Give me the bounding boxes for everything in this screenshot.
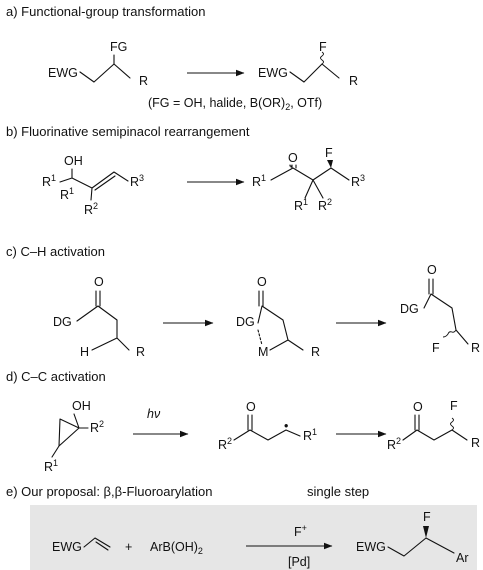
- section-a-heading: a) Functional-group transformation: [6, 4, 205, 19]
- b-product-r1-quat: R1: [294, 197, 308, 213]
- proposal-box: [30, 505, 477, 570]
- d-intermediate-co-double: [247, 414, 253, 431]
- e-boronic-acid: ArB(OH)2: [150, 540, 203, 556]
- e-plus: +: [125, 540, 132, 554]
- e-reagent-fluorine: F+: [294, 523, 307, 539]
- a-product-f: F: [319, 40, 327, 54]
- d-product-wavy-bond: [450, 417, 454, 431]
- a-note: (FG = OH, halide, B(OR)2, OTf): [148, 96, 322, 112]
- d-product-r2: R2: [387, 436, 401, 452]
- c-intermediate-m: M: [258, 345, 268, 359]
- d-intermediate-radical-dot: •: [284, 419, 288, 433]
- section-a: a) Functional-group transformation EWG F…: [6, 4, 358, 112]
- c-product-dg: DG: [400, 302, 419, 316]
- e-reagent-catalyst: [Pd]: [288, 555, 310, 569]
- e-product-wedge-bond: [423, 526, 429, 538]
- c-reactant-bonds: [76, 305, 130, 351]
- d-intermediate-r1: R1: [303, 427, 317, 443]
- b-product-o: O: [288, 151, 298, 165]
- b-reactant-bonds: [59, 168, 129, 201]
- b-reactant-double-bond: [94, 175, 116, 191]
- c-intermediate-dg: DG: [236, 315, 255, 329]
- a-product-ewg: EWG: [258, 66, 288, 80]
- b-product-r3: R3: [351, 173, 365, 189]
- section-e: e) Our proposal: β,β-Fluoroarylation sin…: [6, 484, 477, 570]
- d-product-f: F: [450, 399, 458, 413]
- a-product-r: R: [349, 74, 358, 88]
- b-reactant-oh: OH: [64, 154, 83, 168]
- e-product-f: F: [423, 510, 431, 524]
- d-intermediate-o: O: [246, 400, 256, 414]
- e-product-ar: Ar: [456, 551, 469, 565]
- d-product-o: O: [413, 400, 423, 414]
- c-intermediate-bonds: [257, 305, 304, 351]
- b-reactant-r1a: R1: [42, 173, 56, 189]
- c-reactant-dg: DG: [53, 315, 72, 329]
- b-reactant-r1b: R1: [60, 186, 74, 202]
- c-reactant-co-double: [95, 290, 101, 307]
- c-product-wavy-bond: [442, 329, 457, 338]
- d-intermediate-bonds: [233, 429, 301, 441]
- b-product-f: F: [325, 146, 333, 160]
- e-product-bonds: [387, 537, 455, 557]
- section-c-heading: c) C–H activation: [6, 244, 105, 259]
- e-ewg-alkene: EWG: [52, 540, 82, 554]
- c-reactant-r: R: [136, 345, 145, 359]
- e-product-ewg: EWG: [356, 540, 386, 554]
- b-reactant-r3: R3: [130, 173, 144, 189]
- a-product-wavy-bond: [320, 51, 324, 65]
- section-c: c) C–H activation DG O H R DG O M R DG O…: [6, 244, 480, 359]
- c-product-co-double: [428, 278, 434, 295]
- section-b: b) Fluorinative semipinacol rearrangemen…: [6, 124, 365, 217]
- c-product-r: R: [471, 341, 480, 355]
- c-reactant-o: O: [94, 275, 104, 289]
- a-reactant-fg: FG: [110, 40, 127, 54]
- d-product-co-double: [414, 414, 420, 431]
- b-product-r2-quat: R2: [318, 197, 332, 213]
- c-product-o: O: [427, 263, 437, 277]
- c-intermediate-dg-m-bond: [257, 329, 263, 346]
- section-b-heading: b) Fluorinative semipinacol rearrangemen…: [6, 124, 250, 139]
- b-product-wedge-bond: [327, 160, 333, 168]
- c-product-f: F: [432, 341, 440, 355]
- c-intermediate-co-double: [258, 290, 264, 307]
- d-product-r: R: [471, 436, 480, 450]
- e-alkene-bonds: [83, 537, 111, 548]
- d-reactant-oh: OH: [72, 399, 91, 413]
- c-product-bonds: [423, 293, 469, 345]
- a-reactant-bonds: [79, 63, 131, 83]
- e-alkene-double: [95, 541, 109, 551]
- d-intermediate-r2: R2: [218, 436, 232, 452]
- section-e-note: single step: [307, 484, 369, 499]
- d-reactant-r2: R2: [90, 419, 104, 435]
- b-product-r1: R1: [252, 173, 266, 189]
- section-d: d) C–C activation OH R2 R1 hν O R2 R1 • …: [6, 369, 480, 474]
- d-arrow-label: hν: [147, 407, 161, 421]
- b-product-co: [289, 164, 292, 168]
- d-reactant-r1: R1: [44, 458, 58, 474]
- c-intermediate-o: O: [257, 275, 267, 289]
- b-product-bonds: [270, 167, 350, 199]
- c-reactant-h: H: [80, 345, 89, 359]
- a-reactant-r: R: [139, 74, 148, 88]
- c-intermediate-r: R: [311, 345, 320, 359]
- a-reactant-ewg: EWG: [48, 66, 78, 80]
- b-product-co-double: [291, 164, 297, 169]
- b-reactant-r2: R2: [84, 201, 98, 217]
- section-d-heading: d) C–C activation: [6, 369, 106, 384]
- d-reactant-bonds: [51, 413, 89, 458]
- section-e-heading: e) Our proposal: β,β-Fluoroarylation: [6, 484, 212, 499]
- d-product-bonds: [402, 429, 468, 441]
- a-product-bonds: [289, 63, 340, 83]
